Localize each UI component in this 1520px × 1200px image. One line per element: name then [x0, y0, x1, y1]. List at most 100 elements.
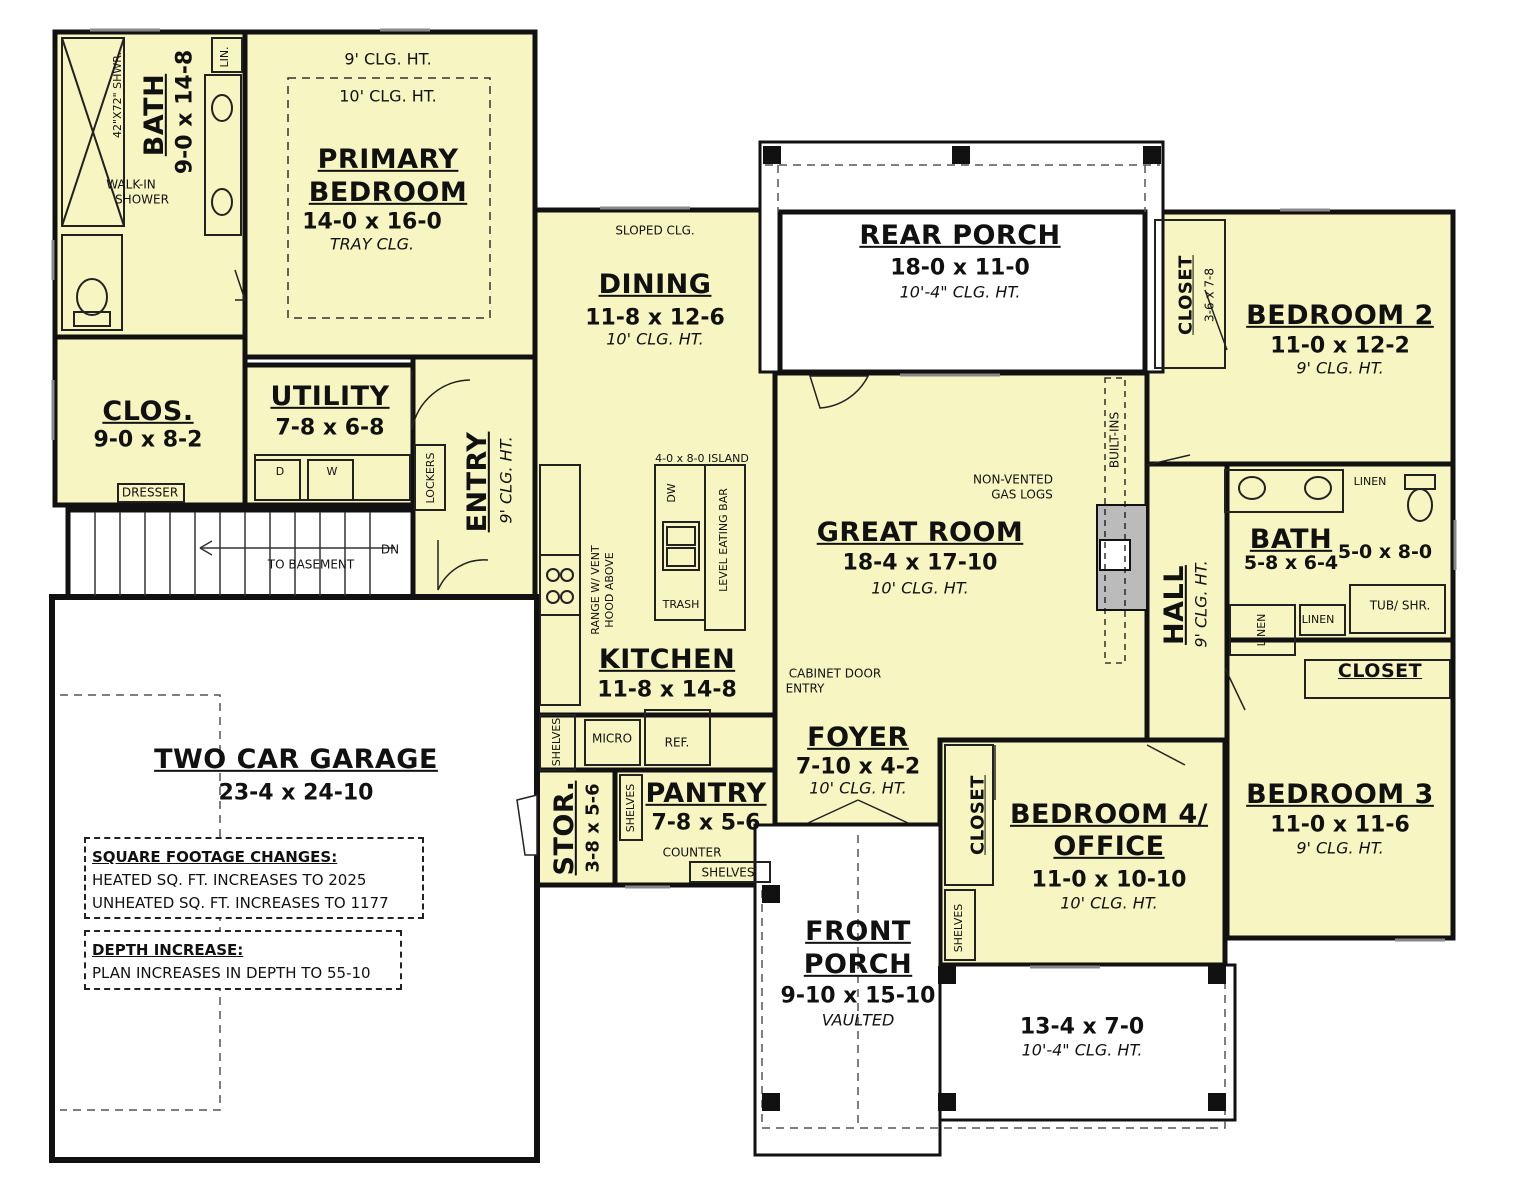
- stor-dim: 3-8 x 5-6: [582, 783, 604, 873]
- rear-porch-dim: 18-0 x 11-0: [890, 255, 1030, 281]
- bed4-closet-name: CLOSET: [967, 775, 989, 855]
- bed3-ceil: 9' CLG. HT.: [1296, 838, 1384, 858]
- rear-porch-inner: [777, 209, 1148, 375]
- primary-ceil-2: 10' CLG. HT.: [339, 86, 437, 106]
- pantry-shelves2-label: SHELVES: [701, 865, 755, 880]
- washer-label: W: [326, 465, 338, 479]
- shower-size: 42"X72" SHWR.: [111, 51, 125, 139]
- stor-name: STOR.: [548, 780, 580, 876]
- entry-ceil: 9' CLG. HT.: [496, 436, 516, 524]
- to-basement-label: TO BASEMENT: [267, 557, 355, 572]
- entry-name: ENTRY: [461, 431, 493, 533]
- bath1-name: BATH: [138, 73, 170, 157]
- tray-ceiling-outline: [287, 77, 491, 319]
- sqft-note-box: SQUARE FOOTAGE CHANGES: HEATED SQ. FT. I…: [84, 837, 424, 919]
- primary-bedroom-room: [242, 29, 538, 360]
- front-porch-beam: [761, 835, 1226, 1129]
- stair-dn-label: DN: [380, 542, 400, 557]
- great-room-dim: 18-4 x 17-10: [842, 550, 998, 576]
- front-porch-floor: [753, 823, 942, 1157]
- stair-room: [65, 507, 416, 601]
- kitchen-fixtures: [539, 464, 746, 766]
- side-porch-ceil: 10'-4" CLG. HT.: [1021, 1040, 1143, 1060]
- primary-name-2: BEDROOM: [308, 176, 468, 208]
- hall-name: HALL: [1158, 565, 1190, 645]
- depth-note-box: DEPTH INCREASE: PLAN INCREASES IN DEPTH …: [84, 930, 402, 990]
- bed3-dim: 11-0 x 11-6: [1270, 812, 1410, 838]
- sqft-note-title: SQUARE FOOTAGE CHANGES:: [92, 848, 338, 866]
- pantry-name: PANTRY: [645, 777, 767, 809]
- door-swings: [234, 269, 1246, 824]
- kitchen-shelves-label: SHELVES: [550, 717, 564, 767]
- trash-label: TRASH: [662, 598, 700, 612]
- lockers-label: LOCKERS: [424, 452, 438, 504]
- side-porch-dim: 13-4 x 7-0: [1019, 1014, 1145, 1040]
- garage-name: TWO CAR GARAGE: [154, 743, 438, 775]
- micro-label: MICRO: [591, 731, 633, 746]
- front-porch-posts: [762, 885, 1226, 1111]
- great-room-name: GREAT ROOM: [816, 516, 1024, 548]
- sloped-clg-label: SLOPED CLG.: [615, 223, 695, 238]
- primary-dim: 14-0 x 16-0: [302, 209, 442, 235]
- primary-note: TRAY CLG.: [329, 234, 415, 254]
- built-ins-label: BUILT-INS: [1107, 411, 1122, 469]
- tub-label: TUB/ SHR.: [1369, 598, 1431, 613]
- closet-room: [52, 334, 248, 508]
- kitchen-dim: 11-8 x 14-8: [597, 677, 737, 703]
- front-porch-name-2: PORCH: [803, 948, 913, 980]
- bath2-name: BATH: [1249, 523, 1333, 555]
- primary-name-1: PRIMARY: [317, 143, 459, 175]
- counter-label: COUNTER: [662, 845, 722, 860]
- hall-room: [1144, 461, 1230, 747]
- dw-label: DW: [665, 483, 679, 503]
- pantry-dim: 7-8 x 5-6: [651, 810, 761, 836]
- fireplace: [1096, 377, 1148, 664]
- bed4-shelves-label: SHELVES: [952, 903, 966, 953]
- bed2-closet-dim: 3-6 x 7-8: [1202, 268, 1217, 322]
- range-label-1: RANGE W/ VENT: [589, 545, 603, 635]
- bedroom2-room: [1144, 209, 1456, 467]
- bed4-ceil: 10' CLG. HT.: [1060, 893, 1158, 913]
- utility-fixtures: [117, 444, 446, 511]
- rear-porch-ceil: 10'-4" CLG. HT.: [899, 282, 1021, 302]
- windows: [51, 28, 1457, 969]
- stair-treads: [94, 512, 395, 596]
- foyer-ceil: 10' CLG. HT.: [809, 778, 907, 798]
- bath2-dim2: 5-0 x 8-0: [1337, 541, 1433, 564]
- foyer-name: FOYER: [807, 721, 909, 753]
- front-porch-name-1: FRONT: [805, 915, 911, 947]
- walkin-shower-label: SHOWER: [115, 192, 169, 207]
- dining-dim: 11-8 x 12-6: [585, 305, 725, 331]
- bed2-closet-name: CLOSET: [1175, 255, 1197, 335]
- bed4-name-2: OFFICE: [1053, 830, 1165, 862]
- depth-note-text: PLAN INCREASES IN DEPTH TO 55-10: [92, 964, 371, 982]
- stair-arrow: [199, 540, 213, 556]
- range-label-2: HOOD ABOVE: [603, 552, 617, 628]
- pantry-shelves-label: SHELVES: [624, 783, 638, 833]
- hall-linen-label: LINEN: [1255, 613, 1269, 647]
- bed2-name: BEDROOM 2: [1246, 299, 1434, 331]
- lin-label: LIN.: [218, 46, 232, 68]
- front-porch-ceil: VAULTED: [821, 1010, 895, 1030]
- stor-door: [516, 794, 538, 856]
- clos-name: CLOS.: [102, 395, 194, 427]
- rear-porch-posts: [763, 146, 1161, 164]
- walkin-label: WALK-IN: [106, 177, 156, 192]
- bed3-name: BEDROOM 3: [1246, 778, 1434, 810]
- primary-ceil-1: 9' CLG. HT.: [344, 49, 432, 69]
- dresser-label: DRESSER: [121, 485, 179, 500]
- bath2-linen2-label: LINEN: [1301, 613, 1335, 627]
- utility-name: UTILITY: [270, 380, 390, 412]
- side-porch-floor: [938, 963, 1237, 1122]
- bedroom3-room: [1224, 637, 1456, 941]
- cabinet-door-label-2: ENTRY: [785, 681, 825, 696]
- clos-dim: 9-0 x 8-2: [93, 427, 203, 453]
- front-porch-dim: 9-10 x 15-10: [780, 983, 936, 1009]
- bed4-name-1: BEDROOM 4/: [1009, 798, 1209, 830]
- island-label: 4-0 x 8-0 ISLAND: [655, 452, 749, 466]
- bath2-dim: 5-8 x 6-4: [1243, 552, 1339, 575]
- utility-dim: 7-8 x 6-8: [275, 415, 385, 441]
- eating-bar-label: LEVEL EATING BAR: [717, 488, 731, 592]
- great-room-ceil: 10' CLG. HT.: [871, 578, 969, 598]
